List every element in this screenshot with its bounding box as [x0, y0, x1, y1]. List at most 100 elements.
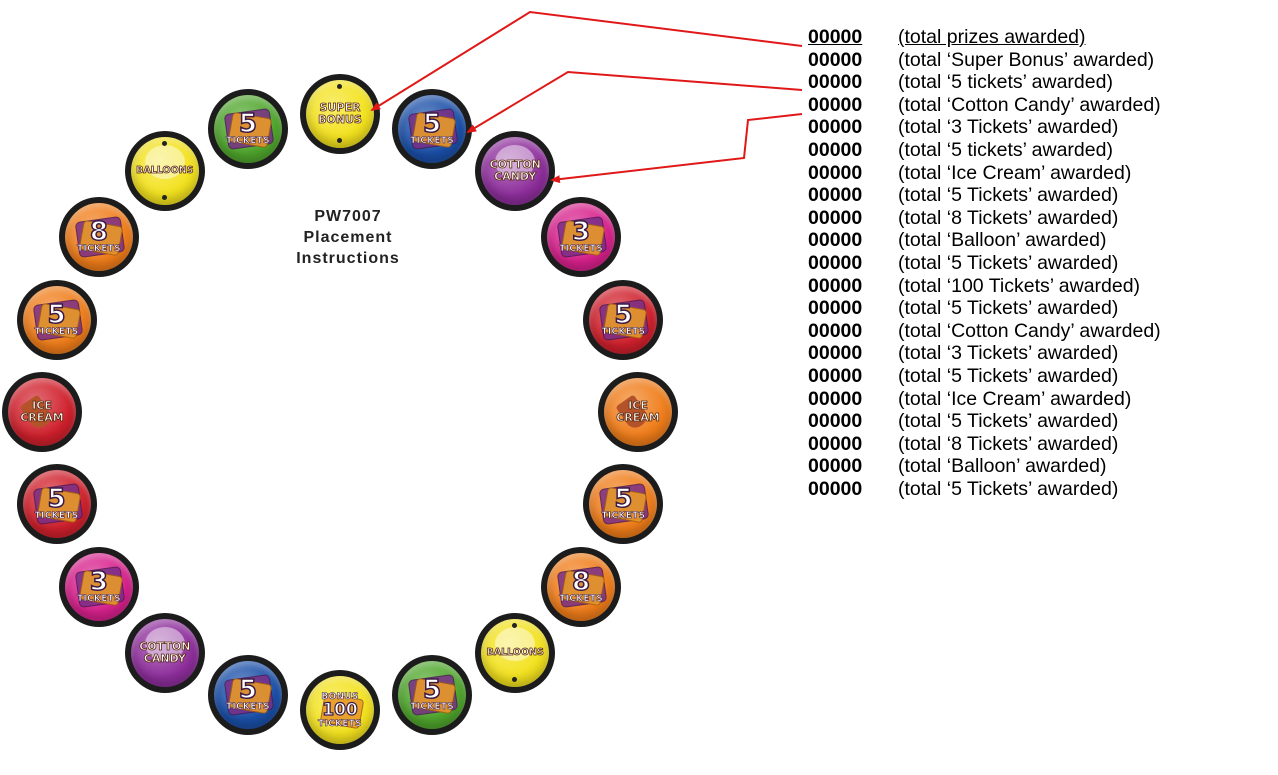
- badge-word: ICE: [628, 399, 648, 412]
- counter-value: 00000: [808, 364, 863, 387]
- bonus-dot-icon: [337, 84, 342, 89]
- counter-value: 00000: [808, 206, 863, 229]
- counter-row: 00000(total ‘Cotton Candy’ awarded): [808, 94, 1161, 117]
- badge-word: COTTON: [489, 157, 541, 171]
- counter-value: 00000: [808, 161, 863, 184]
- counter-row: 00000(total ‘3 Tickets’ awarded): [808, 116, 1161, 139]
- counter-value: 00000: [808, 48, 863, 71]
- counter-label: (total ‘8 Tickets’ awarded): [898, 206, 1119, 229]
- counter-value: 00000: [808, 274, 863, 297]
- badge-sublabel: TICKETS: [601, 326, 646, 338]
- badge-toplabel: BONUS: [321, 691, 359, 702]
- badge-word: BALLOONS: [486, 647, 544, 659]
- badge-number: 3: [571, 216, 591, 247]
- counter-value: 00000: [808, 251, 863, 274]
- counter-header-row: 00000 (total prizes awarded): [808, 26, 1161, 49]
- counter-label: (total ‘Ice Cream’ awarded): [898, 387, 1132, 410]
- title-model: PW7007: [314, 208, 382, 225]
- counter-label: (total ‘Ice Cream’ awarded): [898, 161, 1132, 184]
- counter-row: 00000 (total ‘Super Bonus’ awarded): [808, 49, 1161, 72]
- counter-label: (total ‘5 Tickets’ awarded): [898, 184, 1119, 207]
- badge-sublabel: TICKETS: [34, 326, 79, 338]
- counter-value: 00000: [808, 297, 863, 320]
- bonus-dot-icon: [161, 194, 167, 200]
- bonus-dot-icon: [161, 140, 167, 146]
- counter-row: 00000 (total ‘Balloon’ awarded): [808, 229, 1161, 252]
- badge-word: ICE: [32, 399, 52, 412]
- counter-value: 00000: [808, 26, 863, 48]
- badge-number: 5: [422, 108, 442, 139]
- badge-sublabel: TICKETS: [559, 594, 604, 605]
- badge-sublabel: TICKETS: [225, 702, 270, 713]
- counter-value: 00000: [808, 71, 863, 94]
- counter-row: 00000(total ‘5 Tickets’ awarded): [808, 478, 1161, 501]
- counter-label: (total ‘100 Tickets’ awarded): [898, 274, 1141, 297]
- counter-row: 00000 (total ‘100 Tickets’ awarded): [808, 275, 1161, 298]
- counter-value: 00000: [808, 432, 863, 455]
- badge-sublabel: TICKETS: [601, 511, 646, 522]
- counter-label: (total ‘Super Bonus’ awarded): [898, 48, 1155, 71]
- badge-sublabel: TICKETS: [559, 243, 604, 255]
- counter-label: (total ‘5 Tickets’ awarded): [898, 364, 1119, 387]
- counter-row: 00000 (total ‘5 Tickets’ awarded): [808, 252, 1161, 275]
- counter-value: 00000: [808, 410, 863, 433]
- counter-label: (total ‘3 Tickets’ awarded): [898, 342, 1119, 365]
- badge-sublabel: TICKETS: [225, 135, 270, 146]
- badge-word: CANDY: [494, 169, 537, 183]
- counter-row: 00000(total ‘Cotton Candy’ awarded): [808, 320, 1161, 343]
- counter-row: 00000(total ‘3 Tickets’ awarded): [808, 342, 1161, 365]
- badge-word: CREAM: [616, 411, 660, 424]
- badge-sublabel: TICKETS: [318, 718, 362, 729]
- counter-row: 00000 (total ‘5 Tickets’ awarded): [808, 184, 1161, 207]
- counter-value: 00000: [808, 184, 863, 207]
- counter-label: (total prizes awarded): [898, 26, 1086, 48]
- prize-badge-balloons: BALLOONS: [475, 613, 556, 694]
- counter-row: 00000 (total ‘Ice Cream’ awarded): [808, 162, 1161, 185]
- title-line-placement: Placement: [303, 229, 393, 246]
- badge-sublabel: TICKETS: [34, 511, 79, 522]
- counter-label: (total ‘5 tickets’ awarded): [898, 71, 1113, 94]
- counter-label: (total ‘5 Tickets’ awarded): [898, 251, 1119, 274]
- counter-row: 00000(total ‘Balloon’ awarded): [808, 455, 1161, 478]
- badge-number: 3: [89, 567, 109, 598]
- counter-label: (total ‘5 Tickets’ awarded): [898, 477, 1119, 500]
- badge-sublabel: TICKETS: [410, 135, 455, 146]
- counter-row: 00000(total ‘5 Tickets’ awarded): [808, 297, 1161, 320]
- counter-row: 00000(total ‘Ice Cream’ awarded): [808, 388, 1161, 411]
- badge-word: BONUS: [318, 113, 363, 126]
- counter-row: 00000(total ‘8 Tickets’ awarded): [808, 433, 1161, 456]
- counter-label: (total ‘Cotton Candy’ awarded): [898, 93, 1161, 116]
- counter-label: (total ‘5 tickets’ awarded): [898, 138, 1113, 161]
- prize-badge-face: BALLOONS: [130, 136, 199, 205]
- counter-value: 00000: [808, 229, 863, 252]
- counter-label: (total ‘Balloon’ awarded): [898, 229, 1107, 252]
- badge-number: 5: [422, 675, 442, 706]
